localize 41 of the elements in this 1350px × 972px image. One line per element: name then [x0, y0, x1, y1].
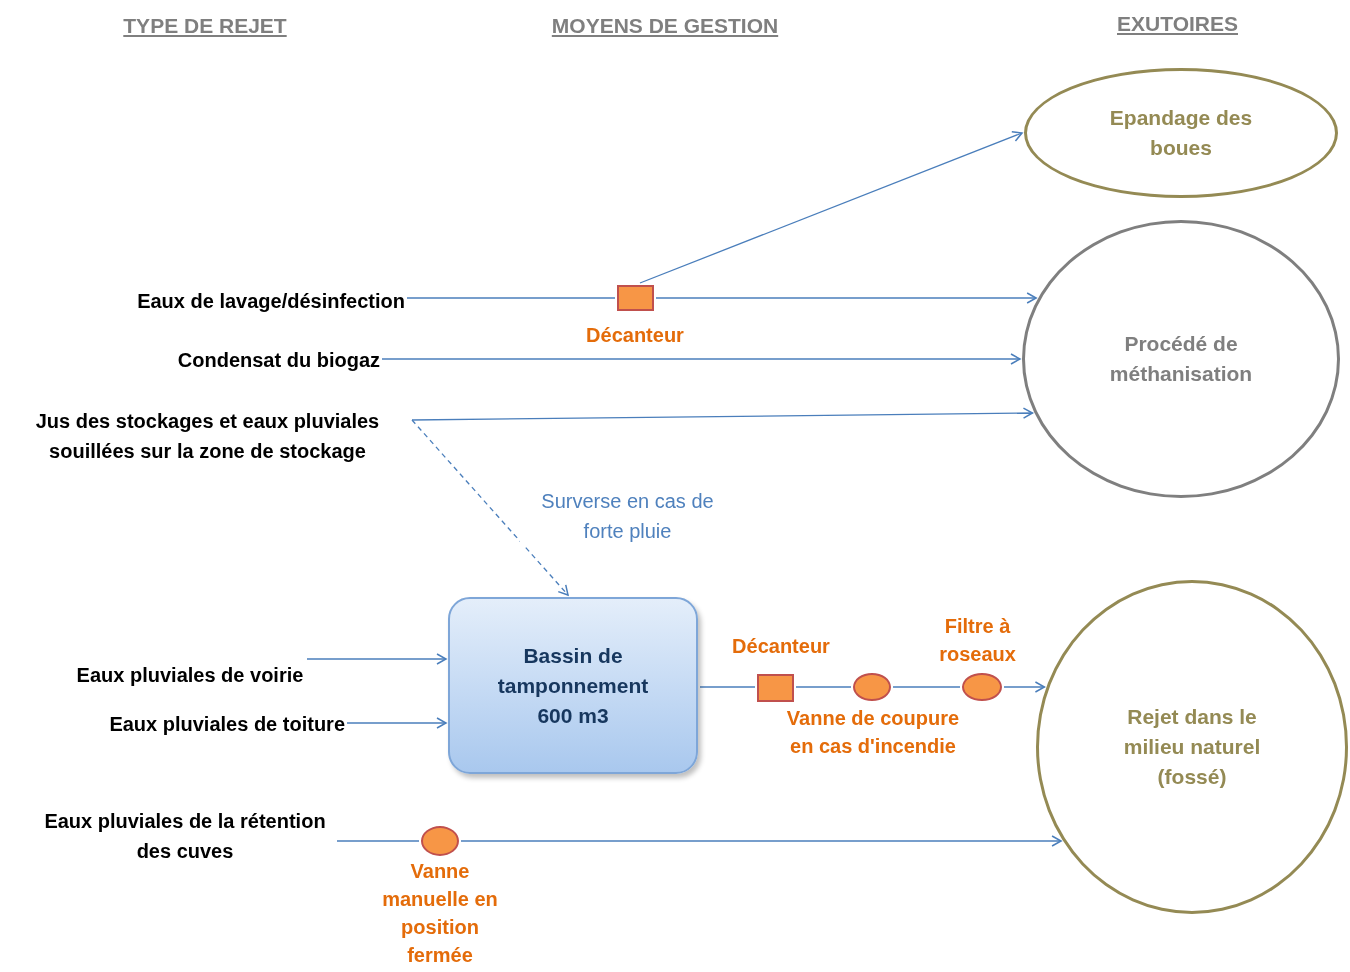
discharge-type-label: Eaux pluviales de voirie	[75, 644, 305, 706]
connector-line	[406, 297, 616, 299]
discharge-type-label: Condensat du biogaz	[60, 345, 380, 375]
valve-circle	[421, 826, 459, 856]
arrow	[346, 717, 447, 729]
node-caption: Vanne de coupure en cas d'incendie	[785, 706, 961, 759]
node-label: Epandage des boues	[1108, 105, 1254, 161]
valve-circle	[853, 673, 891, 701]
arrow	[381, 353, 1021, 365]
arrow	[655, 292, 1037, 304]
valve-circle	[962, 673, 1002, 701]
outlet-ellipse	[1036, 580, 1348, 914]
discharge-type-label: Eaux de lavage/désinfection	[15, 286, 405, 316]
column-heading: TYPE DE REJET	[122, 13, 288, 39]
decanter-square	[757, 674, 794, 702]
arrow	[411, 407, 1034, 421]
decanter-square	[617, 285, 654, 311]
node-label: Rejet dans le milieu naturel (fossé)	[1122, 704, 1262, 790]
outlet-ellipse	[1022, 220, 1340, 498]
node-caption: Vanne manuelle en position fermée	[381, 859, 499, 968]
node-label: Bassin de tamponnement 600 m3	[496, 642, 650, 729]
outlet-ellipse	[1024, 68, 1338, 198]
connector-line	[699, 686, 756, 688]
arrow	[639, 130, 1023, 284]
discharge-type-label: Eaux pluviales de toiture	[25, 708, 345, 740]
node-label: Procédé de méthanisation	[1108, 331, 1254, 387]
basin-box	[448, 597, 698, 774]
discharge-type-label: Eaux pluviales de la rétention des cuves	[35, 804, 335, 868]
connector-line	[336, 840, 420, 842]
arrow	[460, 835, 1062, 847]
discharge-type-label: Jus des stockages et eaux pluviales souillées sur la zone de stockage	[5, 390, 410, 482]
node-caption: Décanteur	[731, 634, 831, 659]
arrow	[306, 653, 447, 665]
connector-line	[795, 686, 852, 688]
column-heading: MOYENS DE GESTION	[550, 13, 780, 39]
node-caption: Filtre à roseaux	[938, 614, 1017, 667]
column-heading: EXUTOIRES	[1116, 11, 1239, 37]
node-caption: Décanteur	[585, 323, 685, 348]
arrow	[411, 419, 569, 596]
connector-line	[892, 686, 961, 688]
arrow	[1003, 681, 1046, 693]
